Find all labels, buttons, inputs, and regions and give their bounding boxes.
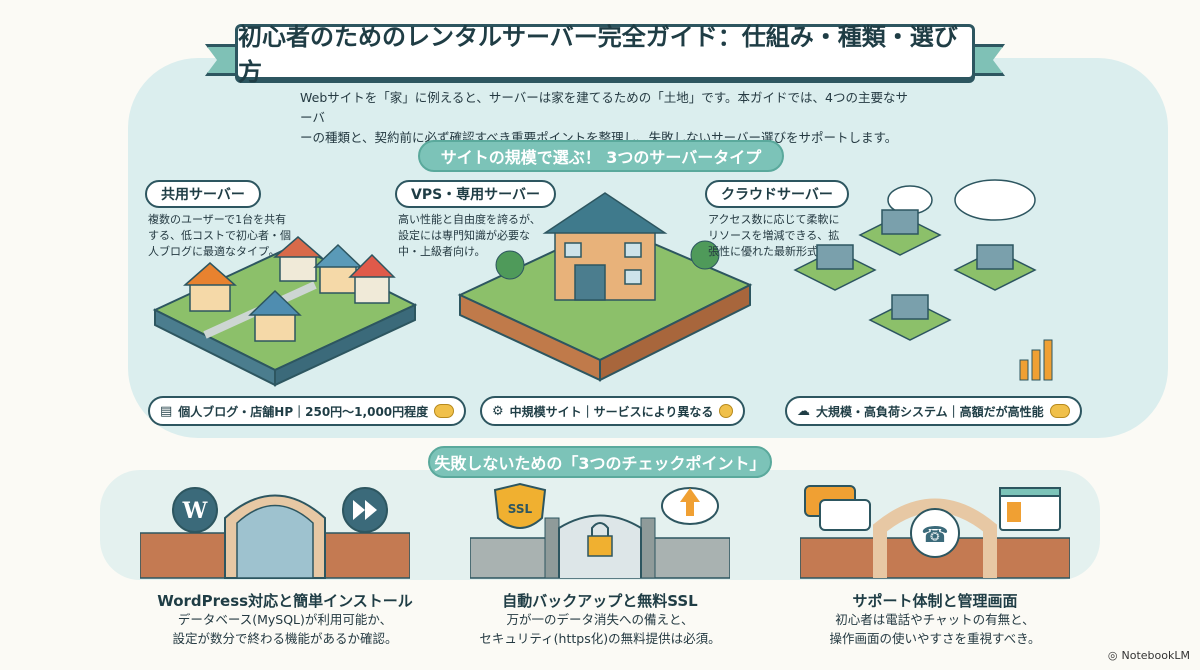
phone-icon: ☎ — [910, 508, 960, 558]
wordpress-gate-illustration: W — [140, 487, 410, 579]
intro-text: Webサイトを「家」に例えると、サーバーは家を建てるための「土地」です。本ガイド… — [300, 88, 920, 148]
vps-server-desc: 高い性能と自由度を誇るが、 設定には専門知識が必要な 中・上級者向け。 — [398, 212, 568, 260]
cloud-server-footer-text: 大規模・高負荷システム｜高額だが高性能 — [816, 404, 1044, 419]
coin-icon — [1049, 404, 1070, 418]
types-section-heading: サイトの規模で選ぶ！ 3つのサーバータイプ — [418, 140, 784, 172]
check-desc-line: 初心者は電話やチャットの有無と、 — [835, 612, 1035, 627]
cloud-server-footer: ☁ 大規模・高負荷システム｜高額だが高性能 — [785, 396, 1082, 426]
cloud-server-desc: アクセス数に応じて柔軟に リソースを増減できる、拡 張性に優れた最新形式。 — [708, 212, 878, 260]
cloud-upload-icon — [661, 487, 719, 525]
check-1-desc: データベース(MySQL)が利用可能か、 設定が数分で終わる機能があるか確認。 — [140, 610, 430, 648]
shared-server-footer: ▤ 個人ブログ・店舗HP｜250円～1,000円程度 — [148, 396, 467, 426]
ssl-gate-illustration: SSL — [470, 482, 730, 579]
check-desc-line: セキュリティ(https化)の無料提供は必須。 — [479, 631, 721, 646]
check-desc-line: 操作画面の使いやすさを重視すべき。 — [829, 631, 1041, 646]
notebooklm-logo-icon: ◎ — [1107, 649, 1118, 662]
page-title: 初心者のためのレンタルサーバー完全ガイド：仕組み・種類・選び方 — [235, 23, 975, 86]
browser-window-icon — [999, 487, 1061, 531]
check-3-title: サポート体制と管理画面 — [852, 592, 1018, 610]
shared-server-footer-text: 個人ブログ・店舗HP｜250円～1,000円程度 — [178, 404, 429, 419]
check-2-desc: 万が一のデータ消失への備えと、 セキュリティ(https化)の無料提供は必須。 — [450, 610, 750, 648]
padlock-icon — [587, 522, 613, 557]
forward-icon — [342, 487, 388, 533]
shared-server-label: 共用サーバー — [145, 180, 261, 208]
check-2-title: 自動バックアップと無料SSL — [502, 592, 698, 610]
vps-desc-line: 中・上級者向け。 — [398, 245, 486, 258]
shared-server-desc: 複数のユーザーで1台を共有 する、低コストで初心者・個 人ブログに最適なタイプ。 — [148, 212, 318, 260]
svg-text:☎: ☎ — [921, 523, 948, 548]
check-3-desc: 初心者は電話やチャットの有無と、 操作画面の使いやすさを重視すべき。 — [785, 610, 1085, 648]
shared-desc-line: 複数のユーザーで1台を共有 — [148, 213, 287, 226]
vps-desc-line: 高い性能と自由度を誇るが、 — [398, 213, 541, 226]
coin-icon — [719, 404, 734, 418]
vps-server-footer: ⚙ 中規模サイト｜サービスにより異なる — [480, 396, 746, 426]
vps-server-footer-text: 中規模サイト｜サービスにより異なる — [509, 404, 714, 419]
ssl-shield-icon: SSL — [493, 482, 547, 529]
coin-icon — [434, 404, 455, 418]
cloud-desc-line: アクセス数に応じて柔軟に — [708, 213, 840, 226]
shared-desc-line: する、低コストで初心者・個 — [148, 229, 291, 242]
checkpoints-section-heading: 失敗しないための「3つのチェックポイント」 — [428, 446, 772, 478]
cloud-desc-line: 張性に優れた最新形式。 — [708, 245, 829, 258]
vps-server-label: VPS・専用サーバー — [395, 180, 557, 208]
cloud-desc-line: リソースを増減できる、拡 — [708, 229, 840, 242]
cloud-server-illustration — [793, 179, 1053, 381]
check-desc-line: 設定が数分で終わる機能があるか確認。 — [172, 631, 398, 646]
wordpress-icon: W — [172, 487, 218, 533]
vps-desc-line: 設定には専門知識が必要な — [398, 229, 530, 242]
support-gate-illustration: ☎ — [800, 485, 1070, 579]
ssl-badge-text: SSL — [508, 502, 533, 516]
brand-text: NotebookLM — [1121, 649, 1190, 662]
check-1-title: WordPress対応と簡単インストール — [157, 592, 413, 610]
brand-watermark: ◎ NotebookLM — [1108, 649, 1190, 662]
cloud-server-label: クラウドサーバー — [705, 180, 849, 208]
cloud-icon: ☁ — [797, 403, 810, 419]
document-icon: ▤ — [160, 403, 173, 419]
shared-server-illustration — [152, 236, 418, 387]
check-desc-line: データベース(MySQL)が利用可能か、 — [177, 612, 393, 627]
gear-icon: ⚙ — [492, 403, 504, 419]
intro-line-1: Webサイトを「家」に例えると、サーバーは家を建てるための「土地」です。本ガイド… — [300, 90, 908, 125]
check-desc-line: 万が一のデータ消失への備えと、 — [506, 612, 694, 627]
vps-server-illustration — [457, 192, 753, 382]
svg-text:W: W — [182, 498, 208, 524]
chat-icon — [804, 485, 871, 531]
shared-desc-line: 人ブログに最適なタイプ。 — [148, 245, 280, 258]
